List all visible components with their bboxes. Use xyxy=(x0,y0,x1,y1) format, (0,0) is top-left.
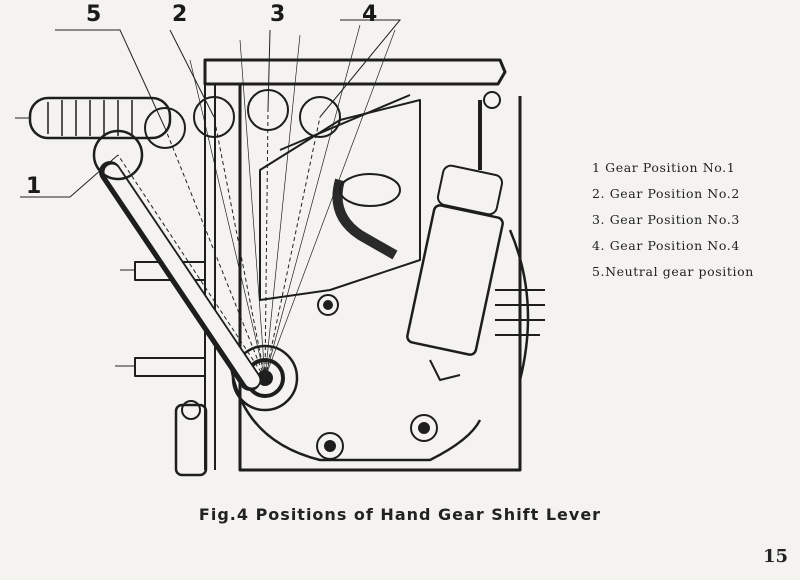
callout-4: 4 xyxy=(362,2,378,27)
legend-item: 1 Gear Position No.1 xyxy=(592,160,736,175)
callout-3: 3 xyxy=(270,2,286,27)
legend-item: 4. Gear Position No.4 xyxy=(592,238,740,253)
callout-5: 5 xyxy=(86,2,102,27)
callout-2: 2 xyxy=(172,2,188,27)
position-legend: 1 Gear Position No.1 2. Gear Position No… xyxy=(592,155,754,285)
callout-1: 1 xyxy=(26,174,42,199)
page-number: 15 xyxy=(762,546,788,567)
legend-item: 3. Gear Position No.3 xyxy=(592,212,740,227)
gear-shift-lever-drawing xyxy=(15,19,545,477)
figure-caption: Fig.4 Positions of Hand Gear Shift Lever xyxy=(198,505,602,524)
legend-item: 5.Neutral gear position xyxy=(592,264,754,279)
legend-item: 2. Gear Position No.2 xyxy=(592,186,740,201)
